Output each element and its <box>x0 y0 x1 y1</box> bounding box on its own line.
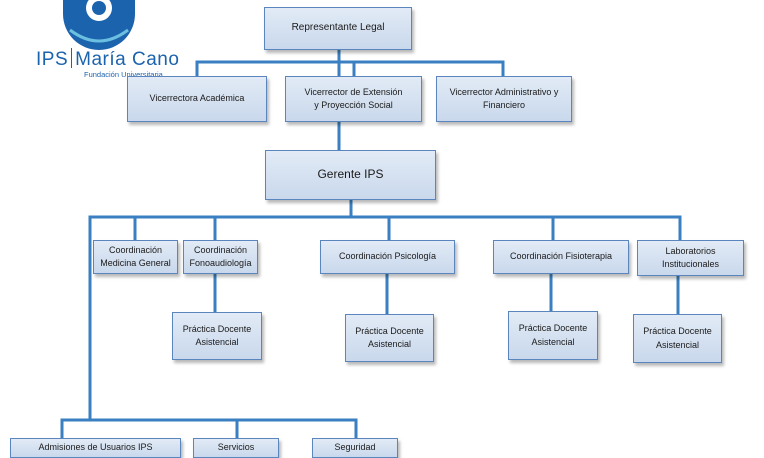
logo-name: María Cano <box>75 49 180 70</box>
label-line-2: Institucionales <box>661 259 720 269</box>
label-line-2: Financiero <box>482 100 526 110</box>
label: Coordinación Psicología <box>338 251 437 262</box>
label-line-1: Práctica Docente <box>182 323 252 334</box>
box-coordinacion-fisioterapia: Coordinación Fisioterapia <box>493 240 629 274</box>
logo-subtitle: Fundación Universitaria <box>84 70 163 79</box>
label: Admisiones de Usuarios IPS <box>38 442 153 452</box>
label-line-1: Práctica Docente <box>518 323 588 334</box>
box-vicerrector-administrativo: Vicerrector Administrativo y Financiero <box>436 76 572 122</box>
label-line-1: Coordinación <box>193 244 248 255</box>
label-line-1: Práctica Docente <box>355 325 424 336</box>
box-vicerrectora-academica: Vicerrectora Académica <box>127 76 267 122</box>
label-line-2: Asistencial <box>195 337 239 347</box>
label: Servicios <box>217 442 255 452</box>
label-line-1: Laboratorios <box>665 245 716 256</box>
box-coordinacion-psicologia: Coordinación Psicología <box>320 240 455 274</box>
box-vicerrector-extension: Vicerrector de Extensión y Proyección Soc… <box>285 76 422 122</box>
label-line-2: y Proyección Social <box>314 100 393 110</box>
logo-ips: IPS <box>36 49 69 70</box>
box-seguridad: Seguridad <box>312 438 398 458</box>
box-servicios: Servicios <box>193 438 279 458</box>
label-line-2: Medicina General <box>100 258 171 268</box>
label-line-2: Fonoaudiología <box>189 258 252 268</box>
label: Representante Legal <box>291 22 385 34</box>
label-line-1: Coordinación <box>108 244 163 255</box>
box-admisiones-usuarios: Admisiones de Usuarios IPS <box>10 438 181 458</box>
logo-emblem-icon <box>63 0 135 50</box>
box-representante-legal: Representante Legal <box>264 7 412 50</box>
box-gerente-ips: Gerente IPS <box>265 150 436 200</box>
logo-separator <box>71 48 73 68</box>
label-line-1: Práctica Docente <box>643 326 712 337</box>
label: Gerente IPS <box>317 167 384 182</box>
label-line-2: Asistencial <box>531 336 575 347</box>
label-line-2: Asistencial <box>367 339 411 349</box>
label: Coordinación Fisioterapia <box>509 251 613 262</box>
label: Seguridad <box>334 442 376 452</box>
label-line-1: Vicerrector Administrativo y <box>449 86 559 97</box>
label: Vicerrectora Académica <box>149 93 245 104</box>
label-line-1: Vicerrector de Extensión <box>304 86 403 97</box>
label-line-2: Asistencial <box>655 339 699 350</box>
logo: IPS María Cano Fundación Universitaria <box>36 48 180 79</box>
